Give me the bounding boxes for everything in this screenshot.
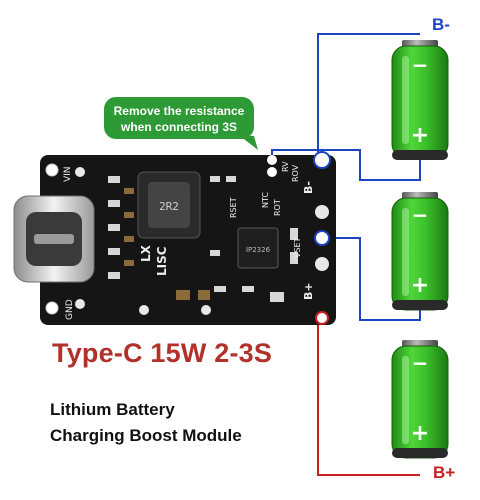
cell1-minus-symbol: −	[412, 53, 429, 77]
inductor-marking: 2R2	[159, 200, 179, 213]
ic-marking: IP2326	[246, 246, 271, 254]
wires	[271, 33, 421, 476]
inductor: 2R2	[137, 171, 201, 239]
wire-cell2-cell3	[326, 237, 421, 321]
battery-cell-1	[391, 40, 449, 160]
label-rov: ROV	[291, 164, 300, 182]
cell2-plus-symbol: +	[411, 273, 429, 298]
ic-chip: IP2326	[237, 227, 279, 269]
cell3-minus-symbol: −	[412, 351, 429, 375]
label-rv: RV	[281, 161, 290, 172]
label-lx: LX	[139, 244, 153, 262]
wire-cell1-cell2	[271, 120, 421, 181]
label-rset: RSET	[229, 197, 238, 218]
terminal-b-minus-label: B-	[432, 15, 450, 34]
label-vset: VSET	[293, 237, 302, 258]
product-subtitle-line-1: Lithium Battery	[50, 400, 175, 419]
product-title: Type-C 15W 2-3S	[52, 338, 273, 368]
label-rot: ROT	[273, 199, 282, 216]
battery-cell-3	[391, 340, 449, 459]
cell3-plus-symbol: +	[411, 421, 429, 446]
cell2-minus-symbol: −	[412, 203, 429, 227]
callout: Remove the resistance when connecting 3S	[104, 97, 258, 150]
cell1-plus-symbol: +	[411, 123, 429, 148]
product-subtitle-line-2: Charging Boost Module	[50, 426, 242, 445]
pcb-board: 2R2 IP2326	[13, 151, 336, 325]
battery-cell-2	[391, 192, 449, 311]
wire-b-plus	[317, 318, 420, 476]
usb-c-port	[13, 195, 95, 283]
label-gnd: GND	[65, 299, 75, 320]
terminal-b-plus-label: B+	[433, 463, 455, 482]
label-b-plus-pad: B+	[302, 282, 315, 300]
label-vin: VIN	[63, 166, 73, 182]
callout-line-1: Remove the resistance	[114, 104, 245, 118]
label-lisc: LISC	[155, 246, 169, 276]
label-b-minus-pad: B-	[302, 181, 315, 194]
callout-line-2: when connecting 3S	[120, 120, 237, 134]
label-ntc: NTC	[261, 192, 270, 208]
wire-b-minus	[317, 33, 420, 155]
